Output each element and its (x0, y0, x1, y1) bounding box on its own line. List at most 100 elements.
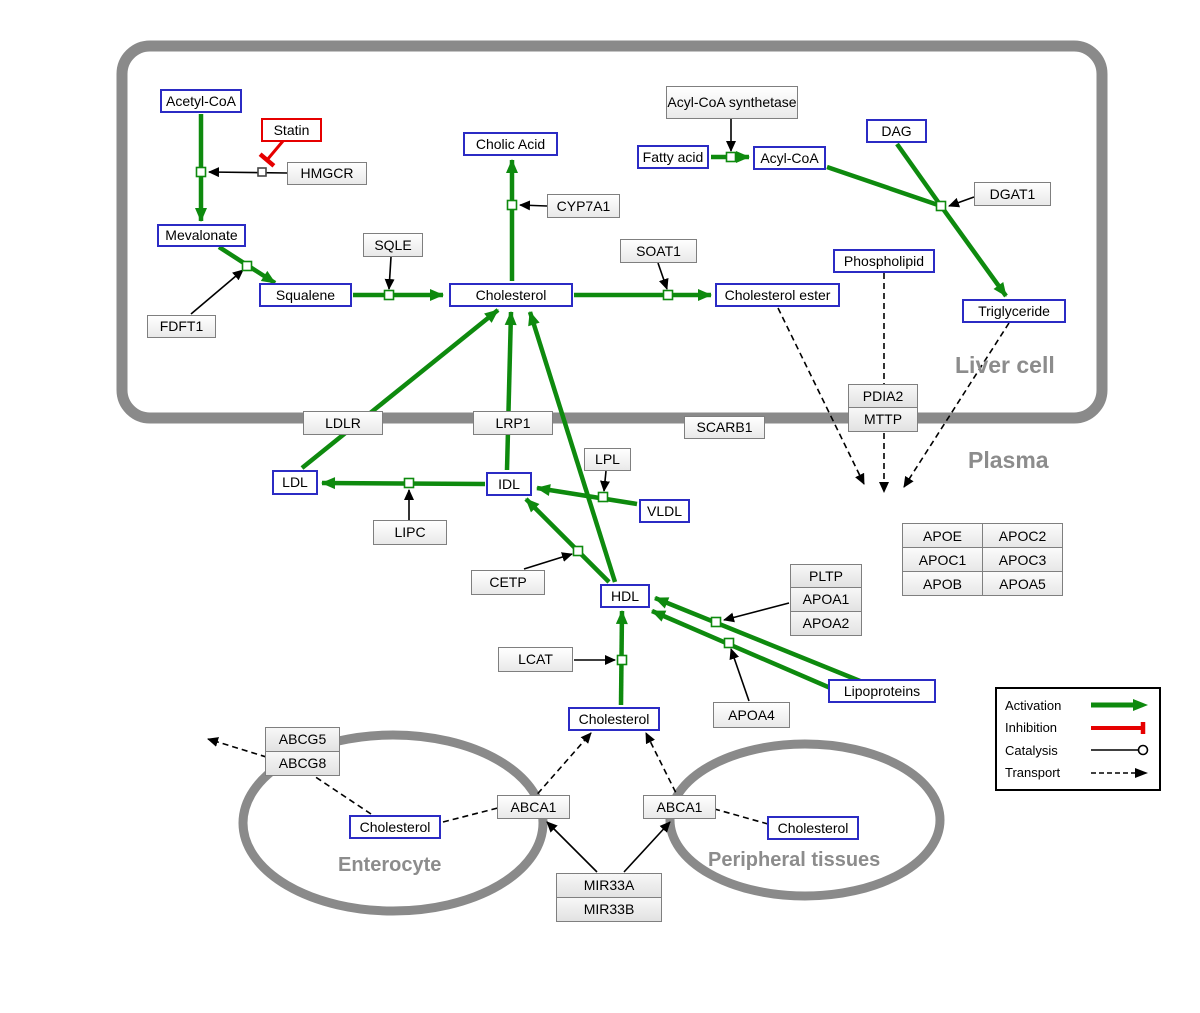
trans-cholesterolester-plasma (777, 307, 865, 485)
node-apoa2[interactable]: APOA2 (790, 611, 862, 636)
node-cetp[interactable]: CETP (471, 570, 545, 595)
legend-inhibition-label: Inhibition (1005, 720, 1058, 736)
node-mir33b[interactable]: MIR33B (556, 897, 662, 922)
node-sqle[interactable]: SQLE (363, 233, 423, 257)
node-apoe[interactable]: APOE (902, 523, 983, 548)
catalysis-edges (190, 119, 975, 873)
node-squalene[interactable]: Squalene (259, 283, 352, 307)
cat-dgat1 (948, 196, 975, 208)
cat-mir33-abca1-right (623, 821, 671, 873)
inhibition-tbar-icon (1091, 721, 1146, 734)
liver-cell-membrane (116, 40, 1108, 424)
edge-idl-lrp1-cholesterol (504, 311, 517, 471)
enterocyte-membrane (238, 730, 548, 916)
edge-dag-junction (895, 142, 943, 208)
node-abcg8[interactable]: ABCG8 (265, 751, 340, 776)
inhib-statin-tbar (258, 152, 276, 168)
liver-cell-label: Liver cell (955, 352, 1055, 378)
statin-inhibition-anchor (257, 167, 267, 177)
membranes (116, 40, 1108, 916)
node-hdl[interactable]: HDL (600, 584, 650, 608)
cat-sqle (384, 256, 395, 290)
node-pdia2[interactable]: PDIA2 (848, 384, 918, 408)
node-apoc2[interactable]: APOC2 (982, 523, 1063, 548)
node-phospholipid[interactable]: Phospholipid (833, 249, 935, 273)
cat-lpl (600, 470, 610, 492)
node-cyp7a1[interactable]: CYP7A1 (547, 194, 620, 218)
activation-arrow-icon (1091, 699, 1148, 711)
inhibition-edge (258, 140, 285, 168)
node-idl[interactable]: IDL (486, 472, 532, 496)
node-cholic-acid[interactable]: Cholic Acid (463, 132, 558, 156)
node-ldl[interactable]: LDL (272, 470, 318, 495)
transport-dashed-arrow-icon (1091, 767, 1148, 778)
legend-activation: Activation (1005, 695, 1151, 715)
edge-hdl-idl (524, 497, 611, 584)
node-cholesterol-ester[interactable]: Cholesterol ester (715, 283, 840, 307)
node-abcg5[interactable]: ABCG5 (265, 727, 340, 752)
node-apoc1[interactable]: APOC1 (902, 547, 983, 572)
node-mttp[interactable]: MTTP (848, 407, 918, 432)
legend-transport: Transport (1005, 763, 1151, 783)
node-hmgcr[interactable]: HMGCR (287, 162, 367, 185)
legend-activation-label: Activation (1005, 697, 1062, 713)
trans-triglyceride-plasma (903, 322, 1010, 488)
node-pltp[interactable]: PLTP (790, 564, 862, 588)
node-scarb1[interactable]: SCARB1 (684, 416, 765, 439)
enterocyte-label: Enterocyte (338, 854, 442, 876)
catalysis-circle-icon (1091, 745, 1149, 756)
edge-ldl-ldlr-cholesterol (300, 308, 500, 470)
peripheral-tissues-membrane (665, 739, 945, 901)
activation-edges (195, 114, 1008, 706)
node-lipoproteins[interactable]: Lipoproteins (828, 679, 936, 703)
edge-hdl-cholesterol (527, 311, 618, 583)
cat-cyp7a1 (519, 200, 548, 211)
node-apoa1[interactable]: APOA1 (790, 587, 862, 612)
edge-junction-triglyceride (939, 204, 1008, 298)
peripheral-tissues-label: Peripheral tissues (708, 849, 881, 871)
node-dgat1[interactable]: DGAT1 (974, 182, 1051, 206)
node-apoa5[interactable]: APOA5 (982, 571, 1063, 596)
node-acyl-coa[interactable]: Acyl-CoA (753, 146, 826, 170)
node-cholesterol-liver[interactable]: Cholesterol (449, 283, 573, 307)
node-abca1-right[interactable]: ABCA1 (643, 795, 716, 819)
node-mevalonate[interactable]: Mevalonate (157, 224, 246, 247)
node-abca1-left[interactable]: ABCA1 (497, 795, 570, 819)
node-acetyl-coa[interactable]: Acetyl-CoA (160, 89, 242, 113)
legend-catalysis-label: Catalysis (1005, 742, 1058, 758)
node-lcat[interactable]: LCAT (498, 647, 573, 672)
legend-transport-label: Transport (1005, 765, 1061, 781)
node-cholesterol-enterocyte[interactable]: Cholesterol (349, 815, 441, 839)
node-acyl-coa-synthetase[interactable]: Acyl-CoA synthetase (666, 86, 798, 119)
edge-lipoproteins-hdl-lower (651, 608, 843, 696)
legend-inhibition: Inhibition (1005, 718, 1151, 738)
node-apoa4[interactable]: APOA4 (713, 702, 790, 728)
node-lpl[interactable]: LPL (584, 448, 631, 471)
cat-hmgcr (208, 167, 288, 178)
node-fdft1[interactable]: FDFT1 (147, 315, 216, 338)
node-dag[interactable]: DAG (866, 119, 927, 143)
edge-idl-ldl (321, 477, 486, 490)
node-lipc[interactable]: LIPC (373, 520, 447, 545)
edge-vldl-idl (536, 484, 638, 507)
node-cholesterol-plasma[interactable]: Cholesterol (568, 707, 660, 731)
edge-acylcoa-junction (826, 164, 942, 209)
node-cholesterol-peripheral[interactable]: Cholesterol (767, 816, 859, 840)
node-fatty-acid[interactable]: Fatty acid (637, 145, 709, 169)
anchor-nodes (195, 151, 947, 666)
node-soat1[interactable]: SOAT1 (620, 239, 697, 263)
cat-pltp-apoa1-apoa2 (723, 602, 790, 623)
node-mir33a[interactable]: MIR33A (556, 873, 662, 898)
node-statin[interactable]: Statin (261, 118, 322, 142)
node-ldlr[interactable]: LDLR (303, 411, 383, 435)
legend: Activation Inhibition Catalysis Transpor… (995, 687, 1161, 791)
node-lrp1[interactable]: LRP1 (473, 411, 553, 435)
plasma-label: Plasma (968, 447, 1049, 473)
node-apob[interactable]: APOB (902, 571, 983, 596)
node-triglyceride[interactable]: Triglyceride (962, 299, 1066, 323)
node-vldl[interactable]: VLDL (639, 499, 690, 523)
legend-catalysis: Catalysis (1005, 740, 1151, 760)
node-apoc3[interactable]: APOC3 (982, 547, 1063, 572)
